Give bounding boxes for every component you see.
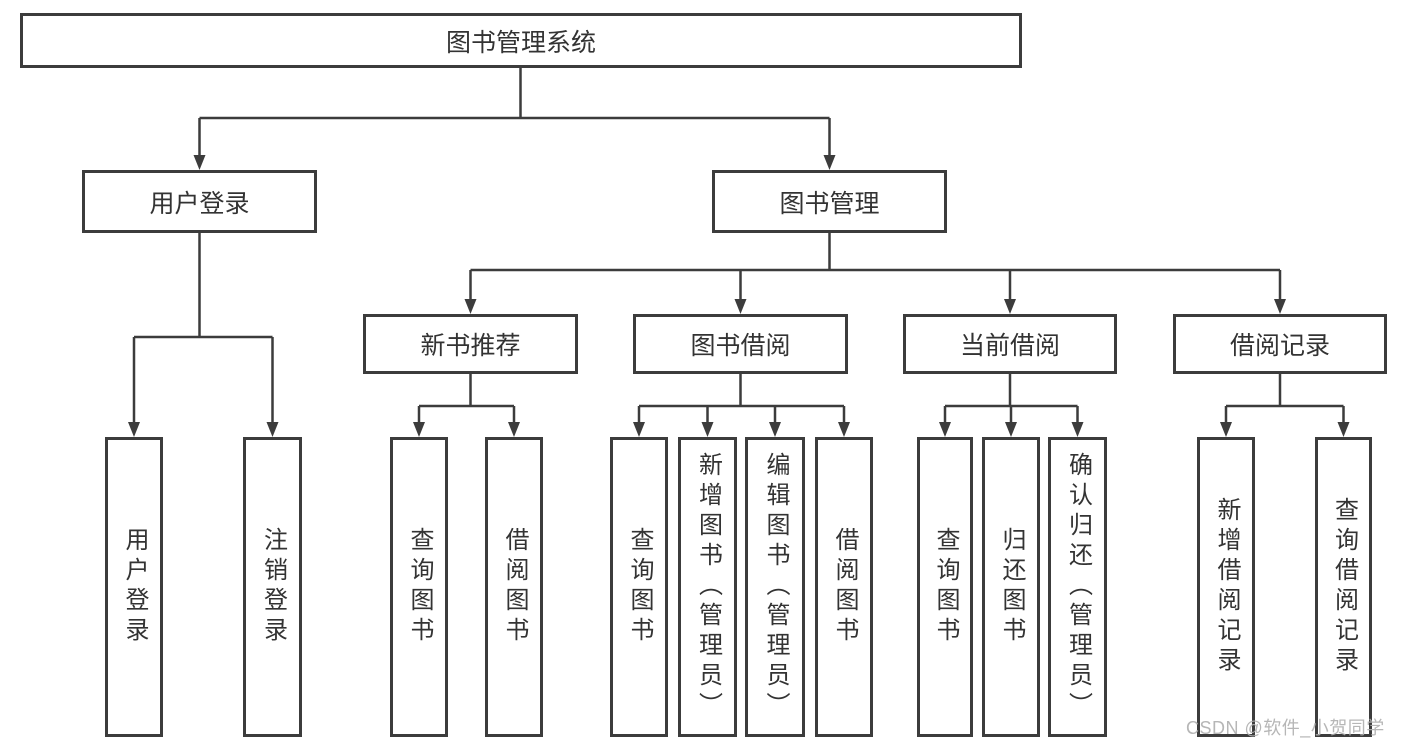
node-book-management: 图书管理 xyxy=(712,170,947,233)
node-new-book-recommend: 新书推荐 xyxy=(363,314,578,374)
leaf-return-book-label: 归还图书 xyxy=(998,527,1025,647)
leaf-borrow-books: 借阅图书 xyxy=(815,437,873,737)
leaf-confirm-return-admin-label: 确认归还（管理员） xyxy=(1064,452,1092,722)
leaf-confirm-return-admin: 确认归还（管理员） xyxy=(1048,437,1107,737)
leaf-add-borrow-record: 新增借阅记录 xyxy=(1197,437,1255,737)
leaf-edit-book-admin: 编辑图书（管理员） xyxy=(745,437,805,737)
leaf-query-books-current-label: 查询图书 xyxy=(932,527,959,647)
leaf-query-books-current: 查询图书 xyxy=(917,437,973,737)
leaf-user-login: 用户登录 xyxy=(105,437,163,737)
leaf-return-book: 归还图书 xyxy=(982,437,1040,737)
leaf-query-books-borrow: 查询图书 xyxy=(610,437,668,737)
leaf-query-borrow-record: 查询借阅记录 xyxy=(1315,437,1372,737)
leaf-logout: 注销登录 xyxy=(243,437,302,737)
leaf-query-books-recommend: 查询图书 xyxy=(390,437,448,737)
leaf-user-login-label: 用户登录 xyxy=(121,527,148,647)
leaf-logout-label: 注销登录 xyxy=(259,527,287,647)
node-book-borrow: 图书借阅 xyxy=(633,314,848,374)
node-user-login: 用户登录 xyxy=(82,170,317,233)
leaf-add-borrow-record-label: 新增借阅记录 xyxy=(1213,497,1240,677)
leaf-borrow-books-recommend: 借阅图书 xyxy=(485,437,543,737)
leaf-borrow-books-recommend-label: 借阅图书 xyxy=(501,527,528,647)
node-borrow-records: 借阅记录 xyxy=(1173,314,1387,374)
leaf-add-book-admin: 新增图书（管理员） xyxy=(678,437,737,737)
leaf-add-book-admin-label: 新增图书（管理员） xyxy=(694,452,722,722)
leaf-query-books-borrow-label: 查询图书 xyxy=(626,527,653,647)
leaf-borrow-books-label: 借阅图书 xyxy=(831,527,858,647)
csdn-watermark: CSDN @软件_小贺同学 xyxy=(1186,718,1385,738)
leaf-edit-book-admin-label: 编辑图书（管理员） xyxy=(762,452,789,722)
node-current-borrow: 当前借阅 xyxy=(903,314,1117,374)
leaf-query-books-recommend-label: 查询图书 xyxy=(406,527,433,647)
leaf-query-borrow-record-label: 查询借阅记录 xyxy=(1330,497,1358,677)
node-root: 图书管理系统 xyxy=(20,13,1022,68)
